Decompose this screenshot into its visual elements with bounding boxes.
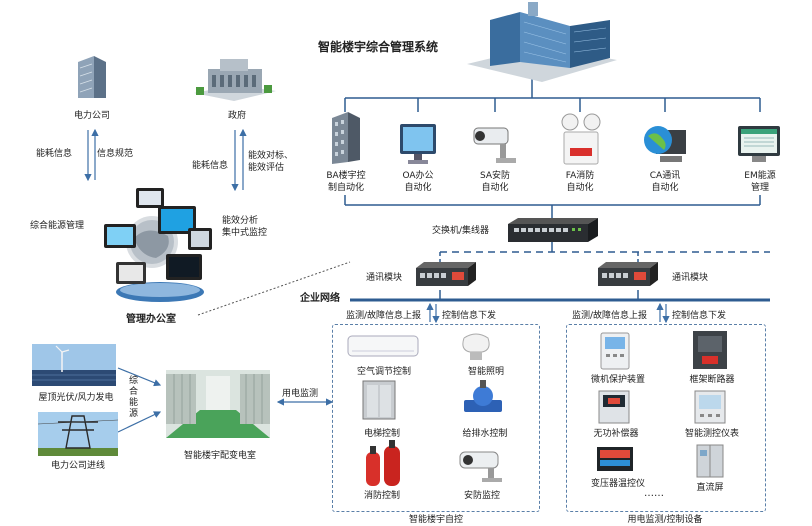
device-item-dc-panel: 直流屏 (696, 483, 724, 493)
rooftop-label: 屋顶光伏/风力发电 (38, 393, 114, 403)
device-item-breaker: 框架断路器 (689, 375, 735, 385)
automation-item-water: 给排水控制 (462, 429, 508, 439)
office-tower-icon (332, 112, 360, 164)
reactive-compensator-icon (598, 390, 630, 424)
government-building-icon (194, 59, 276, 101)
elevator-icon (362, 380, 396, 420)
automation-box-title: 智能楼宇自控 (408, 515, 463, 525)
smart-light-bulb-icon (462, 333, 490, 360)
comm-module-label-1: 通讯模块 (366, 273, 403, 283)
automation-box (332, 324, 540, 512)
comprehensive-energy-vertical-label: 综合能源 (128, 376, 138, 419)
left-download-label: 控制信息下发 (442, 311, 497, 321)
relay-protection-device-icon (600, 332, 630, 370)
device-item-compensator: 无功补偿器 (593, 429, 639, 439)
fire-extinguisher-icon (366, 440, 400, 486)
smart-meter-icon (694, 390, 726, 424)
subsystem-sa-label: SA安防自动化 (479, 171, 511, 193)
solar-wind-icon (32, 344, 116, 386)
dc-panel-icon (696, 444, 724, 478)
automation-item-lighting: 智能照明 (467, 367, 504, 377)
management-office-computers-icon (104, 188, 212, 302)
switch-label: 交换机/集线器 (432, 226, 490, 236)
cctv-camera-icon (473, 127, 516, 163)
power-grid-tower-icon (38, 412, 118, 456)
power-company-building-icon (78, 56, 106, 98)
comm-module-icon-2 (598, 262, 658, 286)
device-item-meter: 智能测控仪表 (684, 429, 739, 439)
temp-controller-icon (597, 447, 633, 471)
more-devices-ellipsis: …… (644, 488, 664, 499)
energy-analysis-label: 能效分析集中式监控 (222, 216, 268, 238)
emergency-light-icon (561, 113, 601, 165)
system-title: 智能楼宇综合管理系统 (318, 40, 439, 54)
efficiency-benchmark-label: 能效对标、能效评估 (248, 151, 294, 173)
automation-item-security: 安防监控 (463, 491, 500, 501)
device-box-title: 用电监测/控制设备 (627, 515, 703, 525)
left-upload-label: 监测/故障信息上报 (346, 311, 422, 321)
right-upload-label: 监测/故障信息上报 (572, 311, 648, 321)
info-regulation-label: 信息规范 (97, 149, 134, 159)
substation-label: 智能楼宇配变电室 (183, 451, 256, 461)
substation-room-icon (166, 370, 270, 438)
comm-module-label-2: 通讯模块 (672, 273, 709, 283)
power-company-label: 电力公司 (73, 111, 110, 121)
air-conditioner-icon (347, 335, 419, 357)
security-camera-icon (459, 451, 502, 482)
comprehensive-energy-mgmt-label: 综合能源管理 (30, 221, 85, 231)
subsystem-em-label: EM能源管理 (744, 171, 776, 193)
energy-info-label-2: 能耗信息 (192, 161, 229, 171)
management-office-label: 管理办公室 (126, 314, 176, 325)
automation-item-ac: 空气调节控制 (356, 367, 411, 377)
automation-item-elevator: 电梯控制 (363, 429, 400, 439)
device-box (566, 324, 766, 512)
frame-breaker-icon (693, 331, 727, 369)
energy-info-label-1: 能耗信息 (36, 149, 73, 159)
smart-building-icon (467, 2, 617, 82)
comm-module-icon-1 (416, 262, 476, 286)
monitor-icon (400, 124, 436, 164)
energy-monitor-icon (738, 126, 780, 162)
subsystem-fa-label: FA消防自动化 (565, 171, 595, 193)
government-label: 政府 (227, 111, 246, 121)
water-valve-icon (464, 380, 502, 412)
subsystem-ca-label: CA通讯自动化 (649, 171, 681, 193)
right-download-label: 控制信息下发 (672, 311, 727, 321)
network-switch-icon (508, 218, 598, 242)
subsystem-oa-label: OA办公自动化 (402, 171, 434, 193)
power-monitoring-label: 用电监测 (282, 389, 319, 399)
device-item-temp-controller: 变压器温控仪 (590, 479, 645, 489)
device-item-protection: 微机保护装置 (590, 375, 645, 385)
grid-inlet-label: 电力公司进线 (50, 461, 105, 471)
enterprise-network-label: 企业网络 (300, 293, 340, 304)
automation-item-fire: 消防控制 (363, 491, 400, 501)
subsystem-ba-label: BA楼宇控制自动化 (326, 171, 366, 193)
globe-computer-icon (644, 126, 686, 162)
